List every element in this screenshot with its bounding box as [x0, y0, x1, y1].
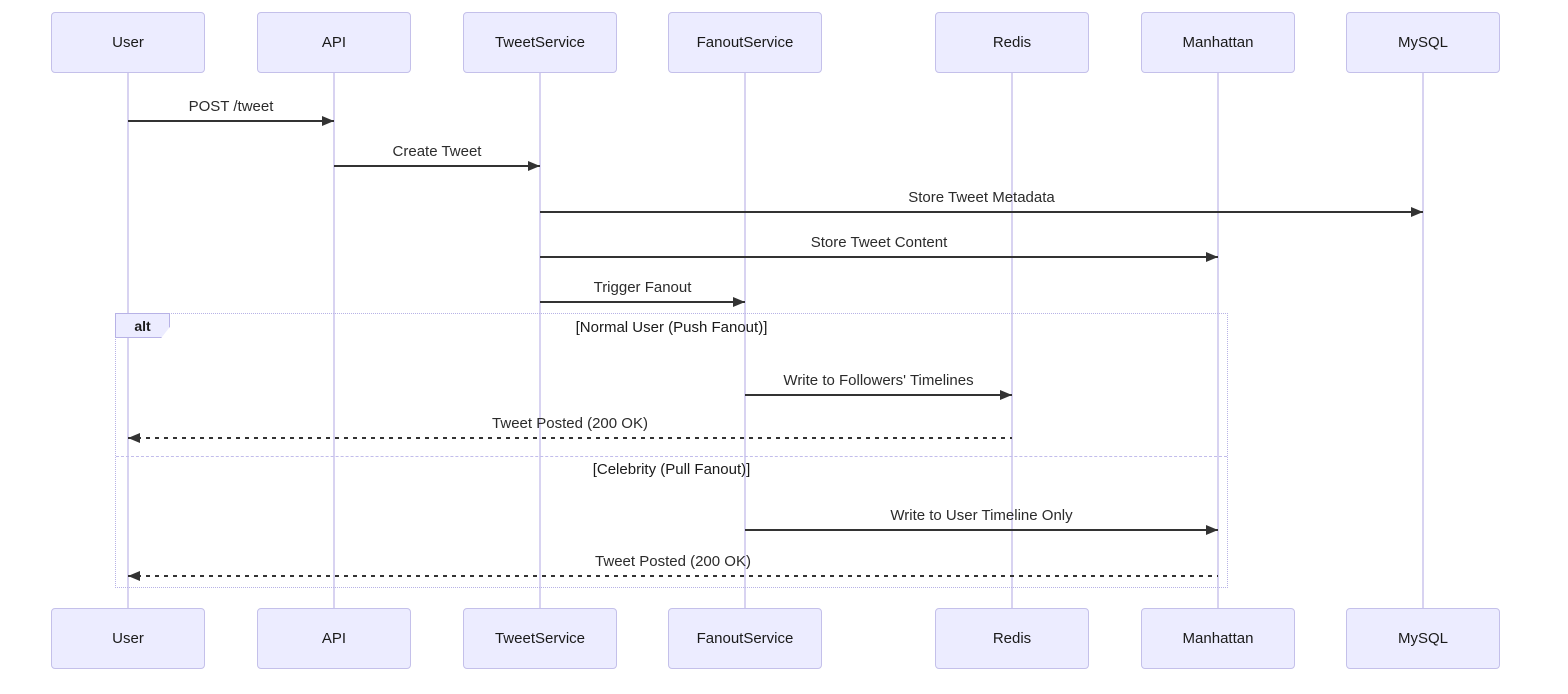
lifeline-mysql: [1422, 73, 1424, 608]
message-line: [128, 575, 1218, 577]
participant-manhattan-top: Manhattan: [1141, 12, 1295, 73]
arrowhead-right: [528, 161, 540, 171]
message-line: [128, 437, 1012, 439]
participant-mysql-top: MySQL: [1346, 12, 1500, 73]
message-label: Create Tweet: [392, 143, 482, 160]
lifeline-manhattan: [1217, 73, 1219, 608]
message-label: Tweet Posted (200 OK): [492, 415, 648, 432]
lifeline-api: [333, 73, 335, 608]
participant-tweetservice-top: TweetService: [463, 12, 617, 73]
message-line: [540, 211, 1423, 213]
message-label: Write to User Timeline Only: [890, 507, 1073, 524]
participant-user-top: User: [51, 12, 205, 73]
participant-manhattan-bottom: Manhattan: [1141, 608, 1295, 669]
message-label: Store Tweet Content: [810, 234, 948, 251]
lifeline-user: [127, 73, 129, 608]
lifeline-redis: [1011, 73, 1013, 608]
lifeline-fanoutservice: [744, 73, 746, 608]
message-label: Tweet Posted (200 OK): [595, 553, 751, 570]
message-label: POST /tweet: [188, 98, 274, 115]
participant-fanoutservice-top: FanoutService: [668, 12, 822, 73]
participant-api-bottom: API: [257, 608, 411, 669]
participant-fanoutservice-bottom: FanoutService: [668, 608, 822, 669]
participant-redis-bottom: Redis: [935, 608, 1089, 669]
participant-api-top: API: [257, 12, 411, 73]
alt-label: alt: [115, 313, 170, 338]
message-line: [745, 394, 1012, 396]
alt-section-condition: [Celebrity (Pull Fanout)]: [592, 461, 751, 478]
arrowhead-left: [128, 433, 140, 443]
alt-section-condition: [Normal User (Push Fanout)]: [575, 319, 768, 336]
participant-redis-top: Redis: [935, 12, 1089, 73]
alt-frame: alt [Normal User (Push Fanout)] [Celebrity…: [115, 313, 1228, 588]
message-line: [540, 301, 745, 303]
participant-user-bottom: User: [51, 608, 205, 669]
message-label: Trigger Fanout: [593, 279, 692, 296]
participant-tweetservice-bottom: TweetService: [463, 608, 617, 669]
arrowhead-left: [128, 571, 140, 581]
lifeline-tweetservice: [539, 73, 541, 608]
arrowhead-right: [1411, 207, 1423, 217]
arrowhead-right: [1206, 525, 1218, 535]
message-line: [540, 256, 1218, 258]
message-line: [334, 165, 540, 167]
arrowhead-right: [322, 116, 334, 126]
participant-mysql-bottom: MySQL: [1346, 608, 1500, 669]
message-line: [745, 529, 1218, 531]
arrowhead-right: [1206, 252, 1218, 262]
message-label: Store Tweet Metadata: [908, 189, 1055, 206]
message-line: [128, 120, 334, 122]
arrowhead-right: [733, 297, 745, 307]
message-label: Write to Followers' Timelines: [783, 372, 974, 389]
alt-section-divider: [116, 456, 1227, 457]
arrowhead-right: [1000, 390, 1012, 400]
